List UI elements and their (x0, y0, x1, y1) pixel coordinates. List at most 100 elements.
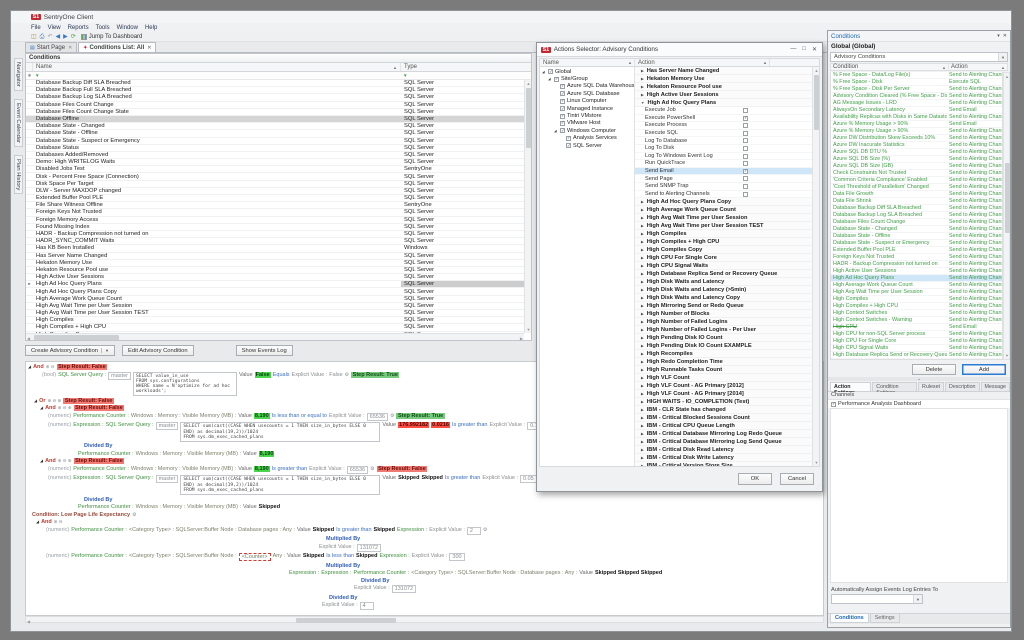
action-group-row[interactable]: ▶High VLF Count - AG Primary [2014] (635, 390, 812, 398)
value-input[interactable]: 300 (449, 553, 464, 561)
editor-line[interactable]: Explicit Value :131072 (354, 585, 823, 593)
tab-start-page[interactable]: ▤Start Page✕ (25, 42, 77, 52)
scroll-right-icon[interactable]: ▶ (520, 336, 523, 341)
checkbox-unchecked-icon[interactable] (743, 138, 748, 143)
action-group-row[interactable]: ▶IBM - Critical Disk Write Latency (635, 454, 812, 462)
create-advisory-condition-button[interactable]: Create Advisory Condition ▼ (25, 345, 115, 356)
value-input[interactable]: master (156, 475, 179, 483)
chevron-collapsed-icon[interactable]: ▶ (641, 248, 644, 252)
action-group-row[interactable]: ▶High Disk Waits and Latency (635, 278, 812, 286)
add-remove-icons[interactable]: ⊕ ⊖ (54, 519, 63, 525)
chevron-collapsed-icon[interactable]: ▶ (641, 216, 644, 220)
chevron-collapsed-icon[interactable]: ▶ (641, 400, 644, 404)
tree-node-analysis-services[interactable]: Analysis Services (540, 135, 634, 142)
table-row[interactable]: Azure % Memory Usage > 90%Send to Alerti… (831, 128, 1002, 135)
table-row[interactable]: Databases Added/RemovedSQL Server (26, 152, 524, 159)
table-row[interactable]: Database State - Suspect or EmergencySen… (831, 240, 1002, 247)
chevron-collapsed-icon[interactable]: ▶ (641, 424, 644, 428)
sql-query-input[interactable]: SELECT sum(cast((CASE WHEN usecounts = 1… (180, 475, 380, 495)
action-group-row[interactable]: ▶High Number of Blocks (635, 310, 812, 318)
checkbox-unchecked-icon[interactable] (743, 161, 748, 166)
scroll-left-icon[interactable]: ◀ (27, 619, 30, 624)
table-row[interactable]: Hekaton Resource Pool useSQL Server (26, 267, 524, 274)
column-header-type[interactable]: Type (401, 63, 531, 71)
table-row[interactable]: High Ad Hoc Query PlansSend to Alerting … (831, 275, 1002, 282)
action-group-row[interactable]: ▶High Number of Failed Logins (635, 318, 812, 326)
chevron-expanded-icon[interactable]: ▼ (641, 101, 644, 105)
table-row[interactable]: Demo: High WRITELOG WaitsSQL Server (26, 159, 524, 166)
condition-link[interactable]: Condition: Low Page Life Expectancy (32, 512, 130, 518)
resize-grip[interactable]: ⋰ (816, 484, 821, 490)
chevron-collapsed-icon[interactable]: ▶ (641, 384, 644, 388)
gear-icon[interactable]: ⚙ (345, 372, 349, 378)
checkbox-checked-icon[interactable] (743, 169, 748, 174)
checkbox-checked-icon[interactable] (566, 136, 571, 141)
tree-node-sql-server[interactable]: SQL Server (540, 142, 634, 149)
tree-node-site-group[interactable]: ◢Site/Group (540, 75, 634, 82)
action-group-row[interactable]: ▶High Average Work Queue Count (635, 206, 812, 214)
bottom-tab-conditions[interactable]: Conditions (830, 614, 869, 623)
action-group-row[interactable]: ▶High VLF Count (635, 374, 812, 382)
chevron-collapsed-icon[interactable]: ▶ (641, 69, 644, 73)
table-row[interactable]: Database OfflineSQL Server (26, 116, 524, 123)
scroll-thumb[interactable] (814, 75, 819, 130)
scroll-thumb[interactable] (1005, 163, 1010, 233)
v-scrollbar[interactable]: ▲ ▼ (524, 80, 531, 333)
chevron-down-icon[interactable]: ▼ (913, 595, 922, 603)
scroll-left-icon[interactable]: ◀ (27, 336, 30, 341)
chevron-collapsed-icon[interactable]: ▶ (641, 264, 644, 268)
expander-icon[interactable]: ◢ (542, 70, 546, 74)
h-scrollbar[interactable]: ◀ ▶ (26, 333, 524, 340)
chevron-collapsed-icon[interactable]: ▶ (641, 368, 644, 372)
add-button[interactable]: Add (962, 364, 1006, 375)
chevron-collapsed-icon[interactable]: ▶ (641, 272, 644, 276)
tree-node-linux-computer[interactable]: Linux Computer (540, 98, 634, 105)
column-header-condition[interactable]: Condition ▲ (831, 64, 949, 70)
chevron-collapsed-icon[interactable]: ▶ (641, 344, 644, 348)
tab-condition-settings[interactable]: Condition Settings (872, 382, 917, 391)
save-icon[interactable]: ⎙ (40, 34, 45, 40)
editor-line[interactable]: Performance Counter :Windows : Memory : … (78, 504, 823, 510)
table-row[interactable]: Foreign Keys Not TrustedSQL Server (26, 209, 524, 216)
column-header-action[interactable]: Action ▲ (949, 64, 1007, 70)
table-row[interactable]: High Context SwitchesSend to Alerting Ch… (831, 310, 1002, 317)
action-group-row[interactable]: ▼High Ad Hoc Query Plans (635, 99, 812, 107)
table-row[interactable]: 'Common Criteria Compliance' EnabledSend… (831, 177, 1002, 184)
editor-line[interactable]: Divided By (84, 497, 823, 503)
table-row[interactable]: Azure SQL DB Size (%)Send to Alerting Ch… (831, 156, 1002, 163)
minimize-icon[interactable]: — (790, 46, 796, 53)
menu-window[interactable]: Window (117, 25, 138, 31)
action-row[interactable]: Execute SQL (635, 130, 812, 138)
gear-icon[interactable]: ⚙ (390, 413, 394, 419)
table-row[interactable]: High Ad Hoc Query Plans CopySQL Server (26, 288, 524, 295)
close-icon[interactable]: ✕ (812, 46, 817, 53)
chevron-collapsed-icon[interactable]: ▶ (641, 416, 644, 420)
action-group-row[interactable]: ▶High Disk Waits and Latency Copy (635, 294, 812, 302)
table-row[interactable]: Foreign Memory AccessSQL Server (26, 217, 524, 224)
action-row[interactable]: Execute Job (635, 107, 812, 115)
table-row[interactable]: HADR_SYNC_COMMIT WaitsSQL Server (26, 238, 524, 245)
ok-button[interactable]: OK (738, 473, 772, 485)
editor-line[interactable]: Expression :Expression :Performance Coun… (289, 570, 823, 576)
chevron-collapsed-icon[interactable]: ▶ (641, 312, 644, 316)
value-input[interactable]: master (156, 422, 179, 430)
value-input[interactable]: master (108, 372, 131, 380)
table-row[interactable]: High CPU for non-SQL Server processSend … (831, 331, 1002, 338)
table-row[interactable]: Found Missing IndexSQL Server (26, 224, 524, 231)
chevron-collapsed-icon[interactable]: ▶ (641, 360, 644, 364)
menu-help[interactable]: Help (145, 25, 157, 31)
menu-file[interactable]: File (31, 25, 41, 31)
scroll-thumb[interactable] (296, 618, 396, 623)
value-input[interactable]: 65536 (347, 466, 368, 474)
action-group-row[interactable]: ▶IBM - CLR State has changed (635, 406, 812, 414)
table-row[interactable]: Database Backup Log SLA BreachedSQL Serv… (26, 94, 524, 101)
action-group-row[interactable]: ▶High VLF Count - AG Primary [2012] (635, 382, 812, 390)
dock-tab-event-calendar[interactable]: Event Calendar (14, 99, 23, 147)
gear-icon[interactable]: ⚙ (132, 512, 136, 518)
chevron-collapsed-icon[interactable]: ▶ (641, 408, 644, 412)
action-group-row[interactable]: ▶IBM - Critical Disk Read Latency (635, 446, 812, 454)
action-group-row[interactable]: ▶IBM - Critical Database Mirroring Log R… (635, 430, 812, 438)
table-row[interactable]: High Compiles + High CPUSend to Alerting… (831, 303, 1002, 310)
action-group-row[interactable]: ▶IBM - Critical Version Store Size (635, 462, 812, 466)
tab-conditions-list[interactable]: ✦Conditions List: All✕ (78, 42, 156, 52)
